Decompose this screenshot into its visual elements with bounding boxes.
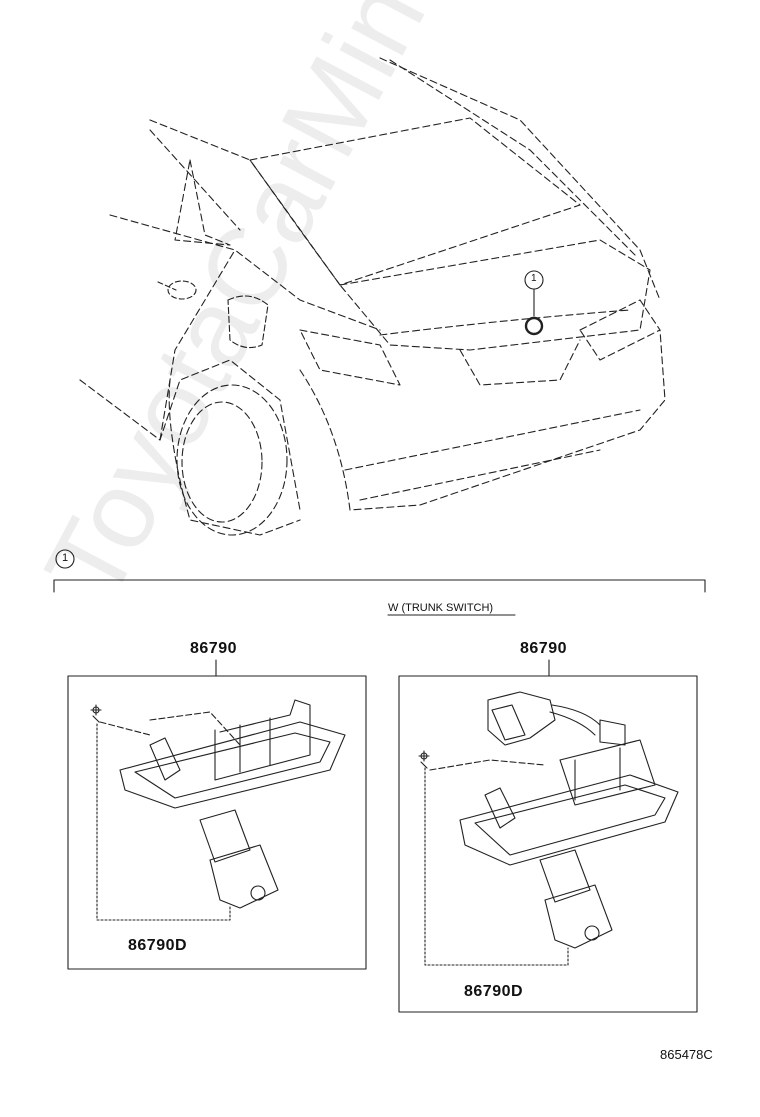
section-marker-number: 1 (62, 552, 69, 564)
callout-number: 1 (531, 273, 537, 284)
screw-icon-left (90, 704, 102, 723)
left-part-number: 86790 (190, 640, 237, 657)
section-bracket (53, 579, 706, 593)
diagram-code: 865478C (660, 1047, 713, 1062)
group-label: W (TRUNK SWITCH) (388, 602, 494, 614)
car-rear-view (79, 57, 666, 536)
right-part-box (398, 659, 698, 1013)
screw-icon-right (418, 750, 430, 769)
right-part-number: 86790 (520, 640, 567, 657)
right-sub-part-number: 86790D (464, 983, 524, 1000)
left-sub-part-number: 86790D (128, 937, 188, 954)
section-marker-circle (55, 549, 75, 569)
callout-marker (524, 270, 544, 336)
left-part-box (67, 659, 367, 970)
